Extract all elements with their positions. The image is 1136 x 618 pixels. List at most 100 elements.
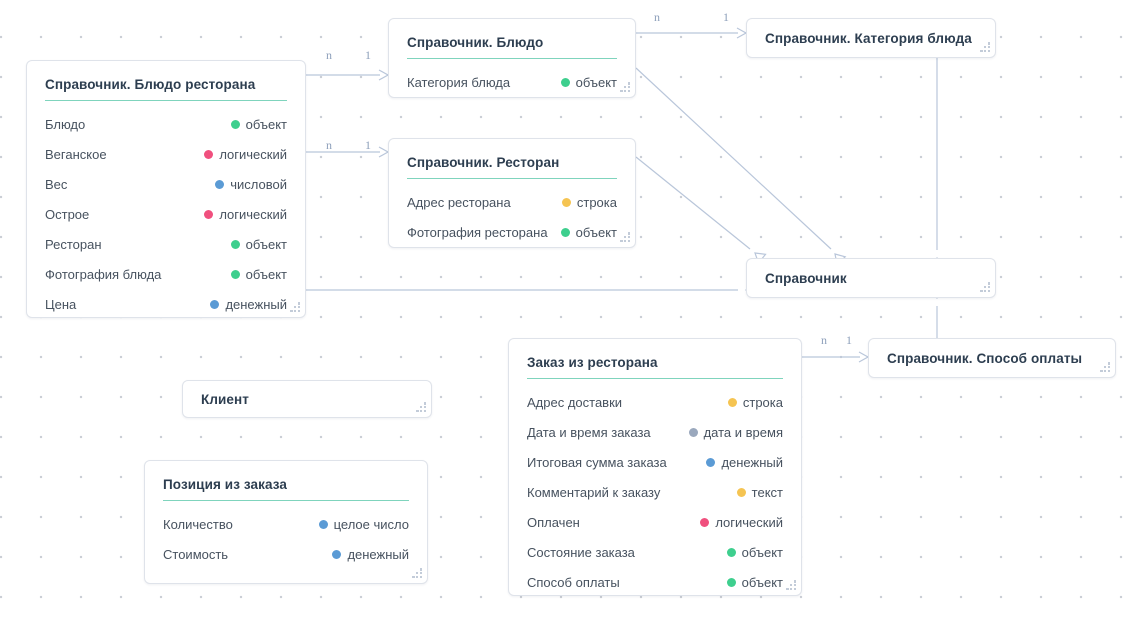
attribute-type: числовой xyxy=(215,177,287,192)
attribute-type: дата и время xyxy=(688,425,783,440)
attribute-type: денежный xyxy=(332,547,409,562)
resize-grip-icon[interactable] xyxy=(289,301,300,312)
attribute-row[interactable]: Комментарий к заказу текст xyxy=(509,477,801,507)
edge-dish-to-catalog xyxy=(635,67,832,250)
attribute-type: строка xyxy=(561,194,617,210)
attribute-name: Оплачен xyxy=(527,514,580,530)
cardinality-label: n xyxy=(326,48,332,62)
attribute-row[interactable]: Состояние заказа объект xyxy=(509,537,801,567)
entity-card-client[interactable]: Клиент xyxy=(182,380,432,418)
attribute-name: Дата и время заказа xyxy=(527,424,651,440)
attribute-name: Категория блюда xyxy=(407,74,511,90)
attribute-name: Способ оплаты xyxy=(527,574,620,590)
attribute-name: Стоимость xyxy=(163,546,229,562)
title-underline xyxy=(45,100,287,101)
cardinality-label: n xyxy=(326,138,332,152)
entity-title: Справочник. Ресторан xyxy=(407,155,560,170)
entity-title: Справочник. Блюдо ресторана xyxy=(45,77,256,92)
attribute-row[interactable]: Фотография блюда объект xyxy=(27,259,305,289)
entity-card-dish-category[interactable]: Справочник. Категория блюда xyxy=(746,18,996,58)
entity-card-catalog[interactable]: Справочник xyxy=(746,258,996,298)
resize-grip-icon[interactable] xyxy=(979,41,990,52)
attribute-type-label: числовой xyxy=(230,176,287,192)
attribute-type: строка xyxy=(727,394,783,410)
attribute-type: объект xyxy=(560,224,617,240)
attribute-name: Адрес доставки xyxy=(527,394,623,410)
resize-grip-icon[interactable] xyxy=(619,81,630,92)
entity-title: Справочник. Способ оплаты xyxy=(887,350,1083,366)
attribute-row[interactable]: Стоимость денежный xyxy=(145,539,427,569)
attribute-name: Итоговая сумма заказа xyxy=(527,454,667,470)
attribute-row[interactable]: Адрес доставки строка xyxy=(509,387,801,417)
attribute-name: Адрес ресторана xyxy=(407,194,511,210)
type-dot-money-icon xyxy=(332,549,342,559)
attribute-type: объект xyxy=(230,237,287,252)
attribute-name: Цена xyxy=(45,296,77,312)
attribute-type: объект xyxy=(726,545,783,560)
attribute-type: логический xyxy=(204,207,287,222)
attribute-type-label: строка xyxy=(576,194,617,210)
attribute-row[interactable]: Дата и время заказа дата и время xyxy=(509,417,801,447)
entity-title: Позиция из заказа xyxy=(163,477,287,492)
cardinality-label: n xyxy=(821,333,827,347)
type-dot-money-icon xyxy=(706,457,716,467)
resize-grip-icon[interactable] xyxy=(411,567,422,578)
attribute-name: Состояние заказа xyxy=(527,544,635,560)
attribute-type: объект xyxy=(560,75,617,90)
attribute-type: объект xyxy=(230,266,287,282)
attribute-name: Фотография блюда xyxy=(45,266,162,282)
type-dot-object-icon xyxy=(560,227,570,237)
entity-title: Справочник. Категория блюда xyxy=(765,30,972,46)
attribute-name: Комментарий к заказу xyxy=(527,484,661,500)
arrowhead-open-payment-method xyxy=(858,351,870,363)
resize-grip-icon[interactable] xyxy=(415,401,426,412)
arrowhead-open-dish-category xyxy=(736,27,748,39)
cardinality-label: 1 xyxy=(846,333,852,347)
attribute-type: целое число xyxy=(318,517,409,532)
type-dot-boolean-icon xyxy=(700,517,710,527)
attribute-type-label: строка xyxy=(742,394,783,410)
title-underline xyxy=(163,500,409,501)
type-dot-datetime-icon xyxy=(688,427,698,437)
type-dot-object-icon xyxy=(726,547,736,557)
attribute-row[interactable]: Вес числовой xyxy=(27,169,305,199)
title-underline xyxy=(407,58,617,59)
attribute-name: Блюдо xyxy=(45,116,86,132)
type-dot-object-icon xyxy=(726,577,736,587)
attribute-name: Вес xyxy=(45,176,68,192)
entity-title: Справочник xyxy=(765,270,847,286)
attribute-type-label: объект xyxy=(575,224,617,240)
attribute-row[interactable]: Итоговая сумма заказа денежный xyxy=(509,447,801,477)
entity-card-payment-method[interactable]: Справочник. Способ оплаты xyxy=(868,338,1116,378)
attribute-row[interactable]: Категория блюда объект xyxy=(389,67,635,97)
title-underline xyxy=(407,178,617,179)
attribute-type: текст xyxy=(736,485,783,500)
type-dot-text-icon xyxy=(736,487,746,497)
resize-grip-icon[interactable] xyxy=(979,281,990,292)
resize-grip-icon[interactable] xyxy=(619,231,630,242)
resize-grip-icon[interactable] xyxy=(785,579,796,590)
attribute-type-label: объект xyxy=(245,266,287,282)
resize-grip-icon[interactable] xyxy=(1099,361,1110,372)
attribute-row[interactable]: Адрес ресторана строка xyxy=(389,187,635,217)
attribute-type: денежный xyxy=(706,455,783,470)
type-dot-object-icon xyxy=(230,269,240,279)
